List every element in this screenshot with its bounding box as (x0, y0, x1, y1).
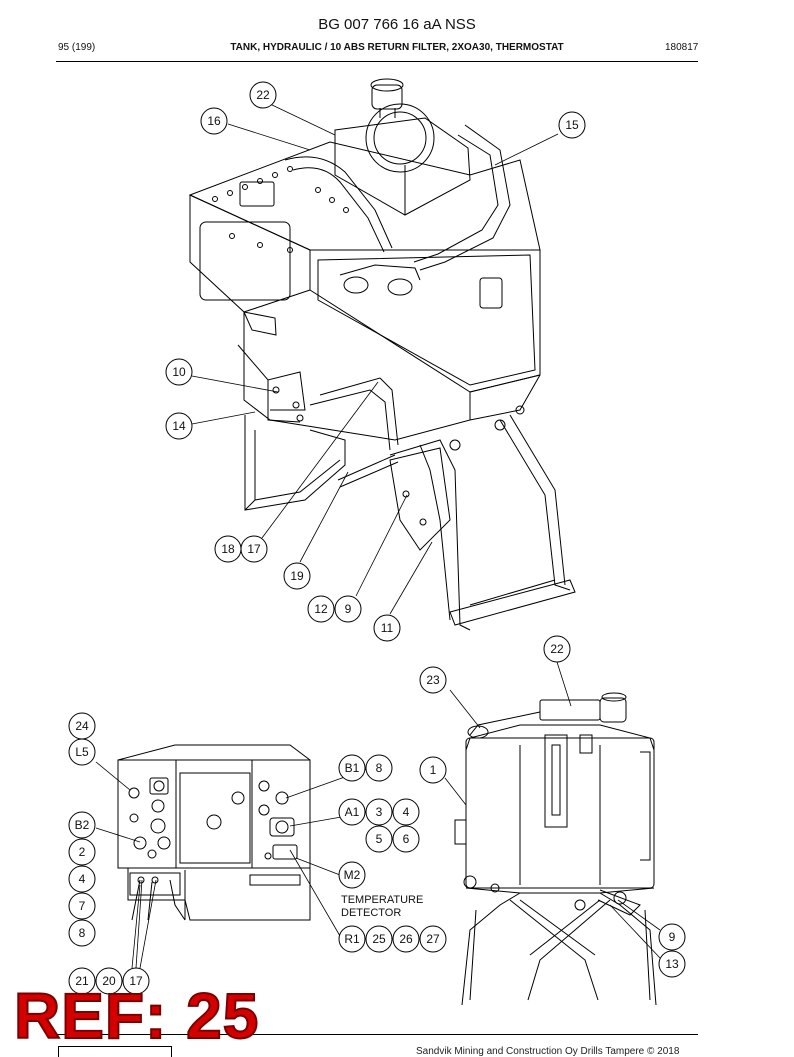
callout-18: 18 (214, 535, 242, 563)
callout-number: 2 (79, 845, 86, 859)
footer-copyright: Sandvik Mining and Construction Oy Drill… (416, 1046, 680, 1057)
footer-rule (56, 1034, 698, 1035)
callout-B2: B2 (68, 811, 96, 839)
callout-4-right: 4 (392, 798, 420, 826)
tank-side-view (454, 692, 657, 1006)
callout-number: 22 (550, 642, 564, 656)
callout-number: 13 (665, 957, 679, 971)
callout-25: 25 (365, 925, 393, 953)
callout-A1: A1 (338, 798, 366, 826)
callout-number: 6 (403, 832, 410, 846)
tank-front-view (117, 744, 311, 921)
callout-23: 23 (419, 666, 447, 694)
header-rule (56, 61, 698, 62)
callout-10: 10 (165, 358, 193, 386)
document-title: BG 007 766 16 aA NSS (318, 16, 476, 33)
callout-19: 19 (283, 562, 311, 590)
callout-number: 8 (376, 761, 383, 775)
callout-17-top: 17 (240, 535, 268, 563)
tank-isometric-view (188, 78, 576, 631)
callout-number: 19 (290, 569, 304, 583)
callout-9-top: 9 (334, 595, 362, 623)
callout-number: B2 (75, 818, 90, 832)
callout-number: 3 (376, 805, 383, 819)
callout-number: 24 (75, 719, 89, 733)
callout-number: 18 (221, 542, 235, 556)
callout-number: 4 (79, 872, 86, 886)
callout-8-left: 8 (68, 919, 96, 947)
callout-1: 1 (419, 756, 447, 784)
section-heading: TANK, HYDRAULIC / 10 ABS RETURN FILTER, … (230, 42, 564, 53)
ref-banner: REF: 25 (13, 980, 260, 1052)
callout-7: 7 (68, 892, 96, 920)
callout-number: 8 (79, 926, 86, 940)
callout-11: 11 (373, 614, 401, 642)
brand-logo-box (58, 1046, 172, 1057)
callout-number: M2 (344, 868, 361, 882)
callout-3: 3 (365, 798, 393, 826)
callout-number: 23 (426, 673, 440, 687)
callout-number: 21 (75, 974, 89, 988)
callout-13: 13 (658, 950, 686, 978)
callout-B1: B1 (338, 754, 366, 782)
leader-lines-front (95, 761, 371, 969)
date-code: 180817 (665, 42, 699, 53)
callout-12: 12 (307, 595, 335, 623)
callout-number: A1 (345, 805, 360, 819)
callout-number: 9 (669, 930, 676, 944)
callout-number: L5 (75, 745, 89, 759)
callout-9-side: 9 (658, 923, 686, 951)
callout-number: 1 (430, 763, 437, 777)
callout-8-right: 8 (365, 754, 393, 782)
callout-27: 27 (419, 925, 447, 953)
callout-5: 5 (365, 825, 393, 853)
callout-number: 7 (79, 899, 86, 913)
callout-number: 10 (172, 365, 186, 379)
temperature-label-line2: DETECTOR (341, 907, 401, 919)
callout-17-front: 17 (122, 967, 150, 995)
callout-number: 5 (376, 832, 383, 846)
temperature-label-line1: TEMPERATURE (341, 894, 423, 906)
callout-number: 14 (172, 419, 186, 433)
callout-number: 12 (314, 602, 328, 616)
callout-number: 17 (129, 974, 143, 988)
callout-20: 20 (95, 967, 123, 995)
callout-21: 21 (68, 967, 96, 995)
callout-number: 16 (207, 114, 221, 128)
callout-15: 15 (558, 111, 586, 139)
callout-4-left: 4 (68, 865, 96, 893)
callout-22-top: 22 (249, 81, 277, 109)
callout-number: R1 (344, 932, 360, 946)
callout-number: 15 (565, 118, 579, 132)
callout-2: 2 (68, 838, 96, 866)
callout-14: 14 (165, 412, 193, 440)
callout-6: 6 (392, 825, 420, 853)
callout-number: 4 (403, 805, 410, 819)
callout-number: 9 (345, 602, 352, 616)
page-number: 95 (199) (58, 42, 96, 53)
callout-number: 17 (247, 542, 261, 556)
callout-number: 27 (426, 932, 440, 946)
callout-number: 20 (102, 974, 116, 988)
callout-number: B1 (345, 761, 360, 775)
callout-number: 26 (399, 932, 413, 946)
callout-24: 24 (68, 712, 96, 740)
callout-26: 26 (392, 925, 420, 953)
leader-lines-top (191, 103, 559, 615)
callout-16: 16 (200, 107, 228, 135)
callout-number: 25 (372, 932, 386, 946)
callout-22-side: 22 (543, 635, 571, 663)
callout-L5: L5 (68, 738, 96, 766)
callout-number: 11 (381, 621, 394, 635)
callout-number: 22 (256, 88, 270, 102)
callout-R1: R1 (338, 925, 366, 953)
leader-lines-side (444, 661, 661, 959)
callout-M2: M2 (338, 861, 366, 889)
